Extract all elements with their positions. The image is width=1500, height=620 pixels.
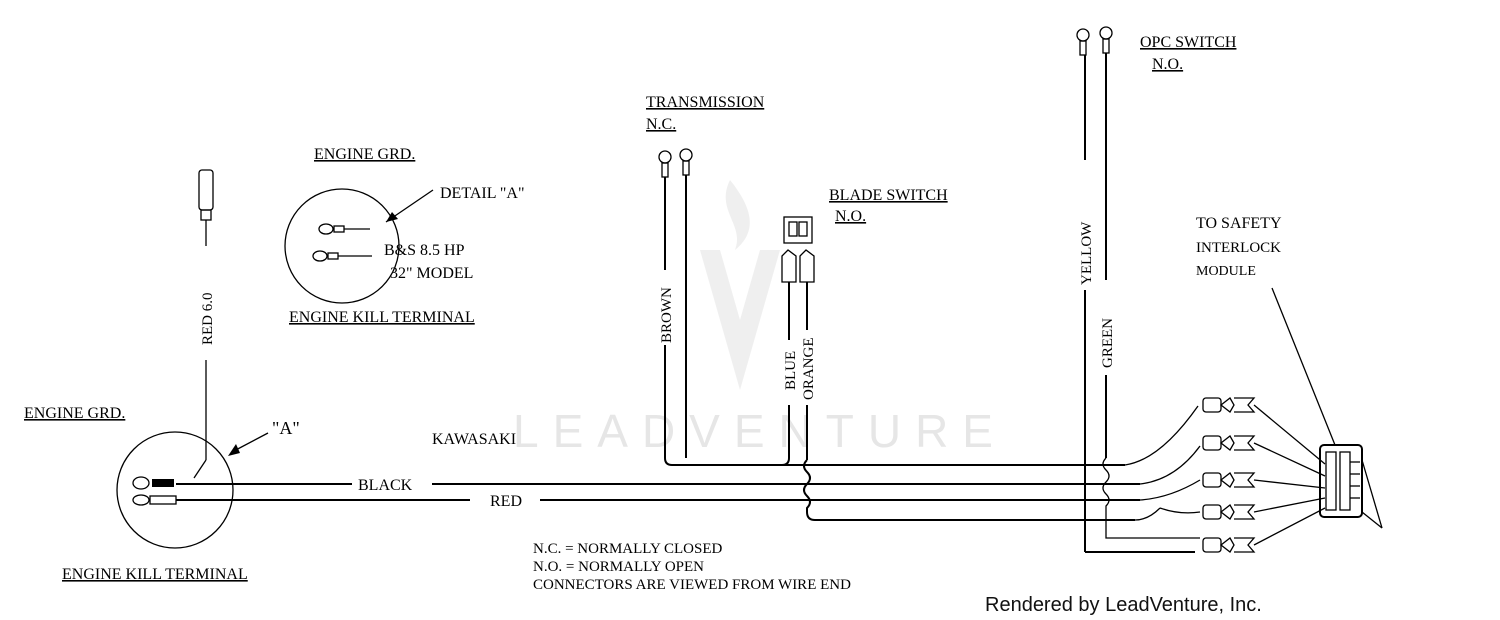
blade-switch-label: BLADE SWITCH xyxy=(829,187,948,204)
opc-no-label: N.O. xyxy=(1152,56,1183,73)
detail-a-label: DETAIL "A" xyxy=(440,185,525,202)
render-credit: Rendered by LeadVenture, Inc. xyxy=(985,594,1262,616)
red-6-connector xyxy=(193,169,269,479)
wire-label-brown: BROWN xyxy=(659,287,675,343)
engine-detail-circle xyxy=(284,188,434,304)
wire-label-orange: ORANGE xyxy=(801,338,817,401)
wire-label-red-6: RED 6.0 xyxy=(200,293,216,346)
engine-kill-top-label: ENGINE KILL TERMINAL xyxy=(289,309,475,326)
engine-kill-terminal-left xyxy=(116,431,234,549)
engine-grd-left-label: ENGINE GRD. xyxy=(24,405,125,422)
brown-blue-routing xyxy=(686,405,1199,466)
wire-label-yellow: YELLOW xyxy=(1079,221,1095,285)
transmission-nc-label: N.C. xyxy=(646,116,676,133)
engine-size-label: 32" MODEL xyxy=(390,265,473,282)
legend-nc: N.C. = NORMALLY CLOSED xyxy=(533,541,722,557)
to-safety-label-2: INTERLOCK xyxy=(1196,240,1281,256)
legend-connectors: CONNECTORS ARE VIEWED FROM WIRE END xyxy=(533,577,851,593)
watermark-text: LEADVENTURE xyxy=(513,405,1007,457)
blade-no-label: N.O. xyxy=(835,208,866,225)
orange-wire-routing xyxy=(803,459,1161,521)
wire-label-black: BLACK xyxy=(358,477,413,494)
kawasaki-label: KAWASAKI xyxy=(432,431,516,448)
opc-switch-label: OPC SWITCH xyxy=(1140,34,1237,51)
wire-label-green: GREEN xyxy=(1100,318,1116,368)
opc-switch-connectors xyxy=(1076,26,1200,553)
blade-switch-connector xyxy=(781,216,815,460)
legend-no: N.O. = NORMALLY OPEN xyxy=(533,559,704,575)
engine-grd-top-label: ENGINE GRD. xyxy=(314,146,415,163)
wire-label-red: RED xyxy=(490,493,522,510)
leadventure-watermark: LEADVENTURE xyxy=(513,180,1007,457)
engine-model-label: B&S 8.5 HP xyxy=(384,242,465,259)
a-detail-callout: "A" xyxy=(272,418,300,438)
to-safety-label-3: MODULE xyxy=(1196,264,1256,279)
transmission-label: TRANSMISSION xyxy=(646,94,765,111)
to-safety-label-1: TO SAFETY xyxy=(1196,215,1282,232)
engine-kill-bottom-label: ENGINE KILL TERMINAL xyxy=(62,566,248,583)
safety-interlock-module xyxy=(1271,287,1383,529)
spade-connectors xyxy=(1139,397,1326,553)
wire-label-blue: BLUE xyxy=(783,351,799,390)
